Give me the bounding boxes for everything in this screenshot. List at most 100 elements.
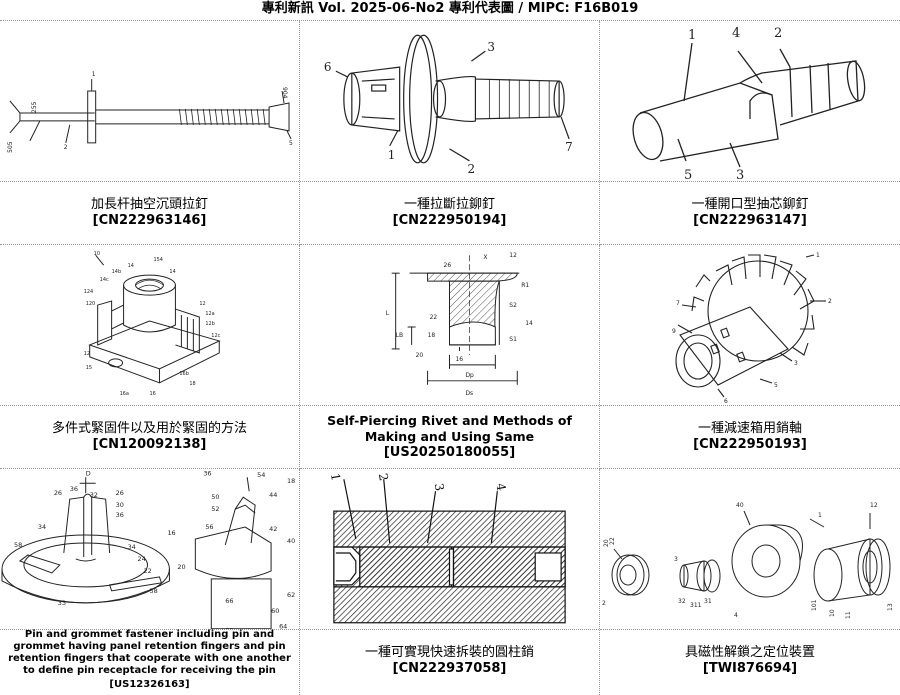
- svg-text:14: 14: [169, 269, 175, 275]
- patent-caption: Self-Piercing Rivet and Methods of Makin…: [300, 407, 599, 467]
- patent-number[interactable]: [US20250180055]: [383, 445, 516, 460]
- callout-label: 7: [565, 140, 573, 154]
- patent-number[interactable]: [CN222937058]: [392, 661, 507, 676]
- callout-label: 12: [509, 252, 517, 259]
- callout-label: 12: [870, 502, 878, 509]
- callout-label: 5: [684, 168, 692, 181]
- callout-label: 40: [287, 537, 295, 545]
- callout-label: 44: [269, 491, 277, 499]
- patent-card[interactable]: 1 2 505 255 904 5 加長杆抽空沉頭拉釘 [CN222963146…: [0, 21, 300, 245]
- callout-label: 52: [211, 505, 219, 513]
- callout-label: 3: [736, 168, 744, 181]
- callout-label: 66: [225, 597, 233, 605]
- callout-label: 34: [128, 543, 136, 551]
- patent-card[interactable]: 26 12 X R1 S2 14 L 22 LB 18 S1 20 16 Dp …: [300, 245, 600, 469]
- patent-drawing-magnetic-lock: 22 20 2 3 32 311 31 40 4 1 12 101 10 11 …: [600, 469, 900, 630]
- callout-label: 34: [38, 523, 46, 531]
- callout-label: 58: [150, 587, 158, 595]
- svg-text:10: 10: [94, 251, 100, 257]
- patent-card[interactable]: 1 2 7 9 3 5 6 一種減速箱用銷軸 [CN222950193]: [600, 245, 900, 469]
- callout-label: 1: [328, 472, 343, 482]
- svg-text:12c: 12c: [211, 333, 220, 339]
- callout-label: 7: [676, 300, 680, 307]
- callout-label: 68: [225, 627, 233, 629]
- patent-name: 一種拉斷拉鉚釘: [403, 197, 495, 212]
- callout-label: 54: [257, 471, 265, 479]
- callout-label: 2: [774, 26, 782, 41]
- patent-number[interactable]: [TWI876694]: [702, 661, 798, 676]
- patent-name: 一種開口型抽芯鉚釘: [691, 197, 809, 212]
- patent-drawing-pin-grommet: D 26 36 32 26 30 58 34 36 34 24 22 20 16…: [0, 469, 299, 630]
- patent-grid: 1 2 505 255 904 5 加長杆抽空沉頭拉釘 [CN222963146…: [0, 20, 900, 695]
- callout-label: 22: [430, 314, 438, 321]
- patent-name: 具磁性解鎖之定位裝置: [684, 645, 815, 660]
- patent-number[interactable]: [CN120092138]: [92, 437, 207, 452]
- patent-number[interactable]: [CN222950193]: [693, 437, 807, 452]
- callout-label: 1: [816, 252, 820, 259]
- callout-label: 13: [887, 603, 894, 611]
- callout-label: 10: [829, 609, 836, 617]
- patent-name: Pin and grommet fastener including pin a…: [8, 629, 291, 676]
- callout-label: 32: [678, 598, 686, 605]
- callout-label: 16: [455, 356, 463, 363]
- patent-card[interactable]: 1 4 2 5 3 一種開口型抽芯鉚釘 [CN222963147]: [600, 21, 900, 245]
- callout-label: S2: [509, 302, 517, 309]
- patent-number[interactable]: [CN222950194]: [392, 213, 507, 228]
- patent-card[interactable]: 3 6 1 2 7 一種拉斷拉鉚釘 [CN222950194]: [300, 21, 600, 245]
- patent-caption: 一種拉斷拉鉚釘 [CN222950194]: [300, 183, 599, 243]
- svg-text:120: 120: [86, 301, 95, 307]
- patent-number[interactable]: [US12326163]: [109, 679, 190, 690]
- callout-label: 26: [444, 262, 452, 269]
- callout-label: 2: [376, 472, 391, 482]
- callout-label: 40: [736, 502, 744, 509]
- callout-label: 2: [467, 162, 475, 176]
- svg-text:124: 124: [84, 289, 93, 295]
- callout-label: 20: [603, 539, 610, 547]
- patent-card[interactable]: 22 20 2 3 32 311 31 40 4 1 12 101 10 11 …: [600, 469, 900, 695]
- callout-label: 5: [289, 140, 293, 147]
- callout-label: 18: [287, 477, 295, 485]
- callout-label: 60: [271, 607, 279, 615]
- callout-label: 56: [205, 523, 213, 531]
- patent-caption: Pin and grommet fastener including pin a…: [0, 629, 299, 691]
- patent-number[interactable]: [CN222963147]: [693, 213, 807, 228]
- svg-text:16a: 16a: [120, 391, 129, 397]
- callout-label: 6: [324, 60, 332, 74]
- callout-label: Ds: [465, 390, 473, 397]
- patent-drawing-gearbox-pin: 1 2 7 9 3 5 6: [600, 245, 900, 406]
- callout-label: LB: [396, 332, 403, 339]
- callout-label: 5: [774, 382, 778, 389]
- callout-label: 30: [116, 501, 124, 509]
- callout-label: 3: [432, 482, 447, 492]
- callout-label: 2: [64, 144, 68, 151]
- svg-text:12a: 12a: [205, 311, 214, 317]
- patent-drawing-long-rivet: 1 2 505 255 904 5: [0, 21, 299, 182]
- callout-label: 36: [116, 511, 124, 519]
- callout-label: 3: [794, 360, 798, 367]
- patent-name: Self-Piercing Rivet and Methods of Makin…: [327, 413, 572, 444]
- patent-caption: 一種減速箱用銷軸 [CN222950193]: [600, 407, 900, 467]
- callout-label: 36: [70, 485, 78, 493]
- callout-label: 50: [211, 493, 219, 501]
- patent-number[interactable]: [CN222963146]: [92, 213, 207, 228]
- svg-text:16b: 16b: [179, 371, 188, 377]
- callout-label: 16: [167, 529, 175, 537]
- patent-name: 一種可實現快速拆裝的圓柱銷: [364, 645, 534, 660]
- callout-label: 3: [674, 556, 678, 563]
- patent-card[interactable]: 1 2 3 4 一種可實現快速拆裝的圓柱銷 [CN222937058]: [300, 469, 600, 695]
- patent-caption: 具磁性解鎖之定位裝置 [TWI876694]: [600, 631, 900, 691]
- patent-card[interactable]: D 26 36 32 26 30 58 34 36 34 24 22 20 16…: [0, 469, 300, 695]
- callout-label: 11: [845, 611, 852, 619]
- svg-text:12: 12: [84, 351, 90, 357]
- callout-label: S1: [509, 336, 517, 343]
- callout-label: 58: [14, 541, 22, 549]
- callout-label: 1: [92, 71, 96, 78]
- callout-label: 9: [672, 328, 676, 335]
- patent-name: 一種減速箱用銷軸: [697, 421, 802, 436]
- page-title: 專利新訊 Vol. 2025-06-No2 專利代表圖 / MIPC: F16B…: [261, 1, 639, 16]
- callout-label: 26: [54, 489, 62, 497]
- callout-label: X: [483, 254, 487, 261]
